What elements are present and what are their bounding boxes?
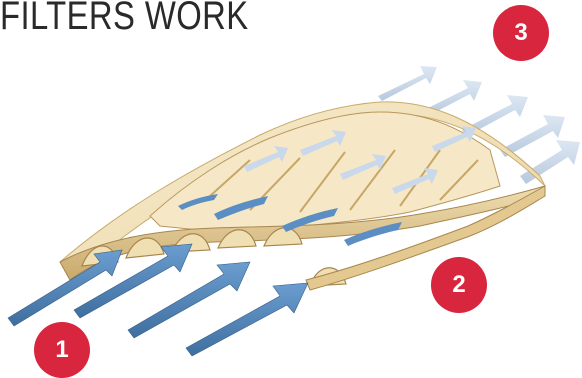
- step-badge-3: 3: [493, 5, 549, 61]
- step-badge-1: 1: [34, 322, 90, 378]
- filtered-air-arrow: [378, 66, 437, 101]
- filtered-air-arrow: [520, 140, 580, 184]
- step-badge-2: 2: [431, 257, 487, 313]
